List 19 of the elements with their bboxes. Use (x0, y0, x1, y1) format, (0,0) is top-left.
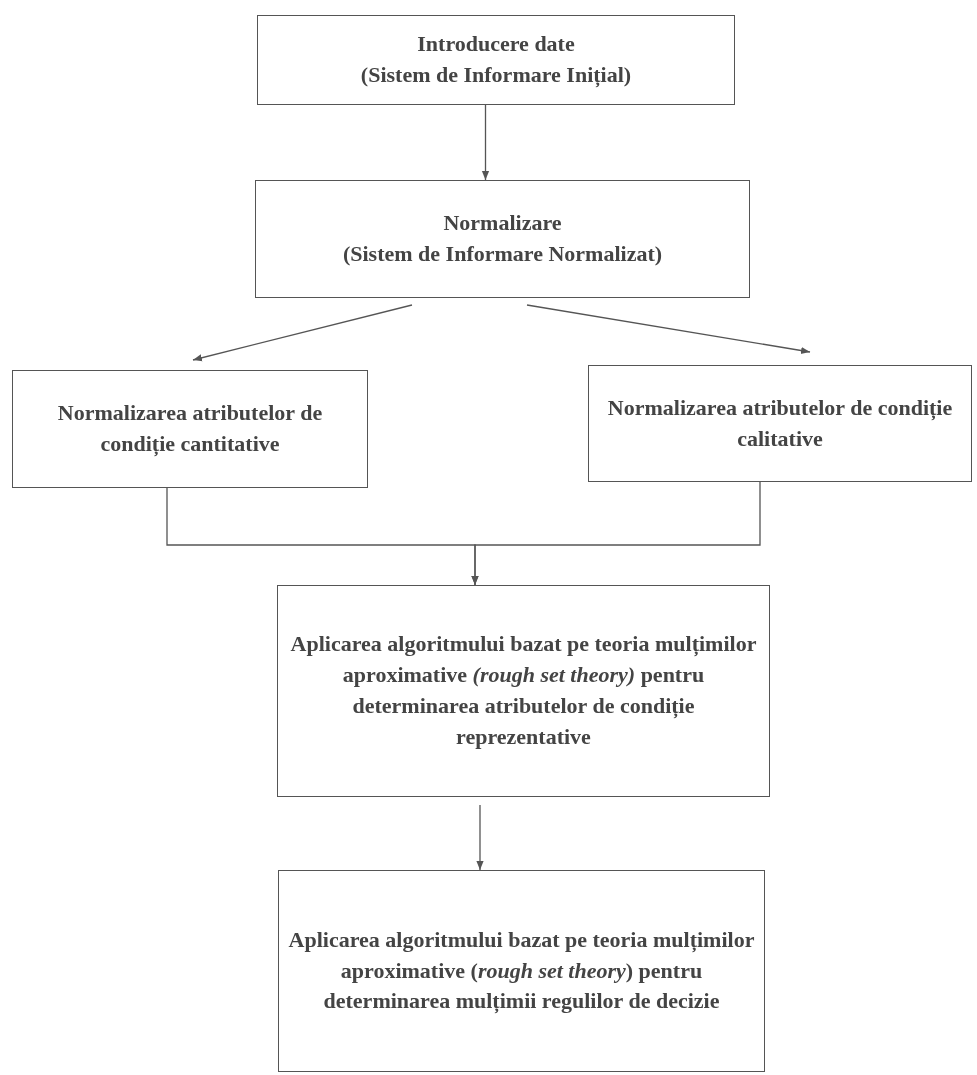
process-box (277, 585, 770, 797)
box-title: Normalizare (443, 209, 562, 238)
process-box (12, 370, 368, 488)
arrow (481, 104, 490, 181)
process-box (257, 15, 735, 105)
box-title: Aplicarea algoritmului bazat pe teoria mulțimilor aproximative (rough set theory) pentru determinarea mulțimii regulilor de decizie (287, 925, 756, 1016)
process-box (255, 180, 750, 298)
box-subtitle: (Sistem de Informare Inițial) (360, 61, 632, 89)
arrow (192, 304, 413, 362)
box-title: Introducere date (417, 30, 575, 59)
arrow (476, 804, 484, 871)
arrow (471, 481, 761, 586)
arrow (526, 304, 811, 355)
process-box (278, 870, 765, 1072)
box-subtitle: (Sistem de Informare Normalizat) (342, 240, 663, 268)
box-title: Aplicarea algoritmului bazat pe teoria mulțimilor aproximative (rough set theory) pentru determinarea atributelor de condiție reprezentative (289, 630, 758, 751)
process-box (588, 365, 972, 482)
box-title: Normalizarea atributelor de condiție calitative (606, 393, 954, 453)
box-title: Normalizarea atributelor de condiție cantitative (56, 399, 324, 458)
